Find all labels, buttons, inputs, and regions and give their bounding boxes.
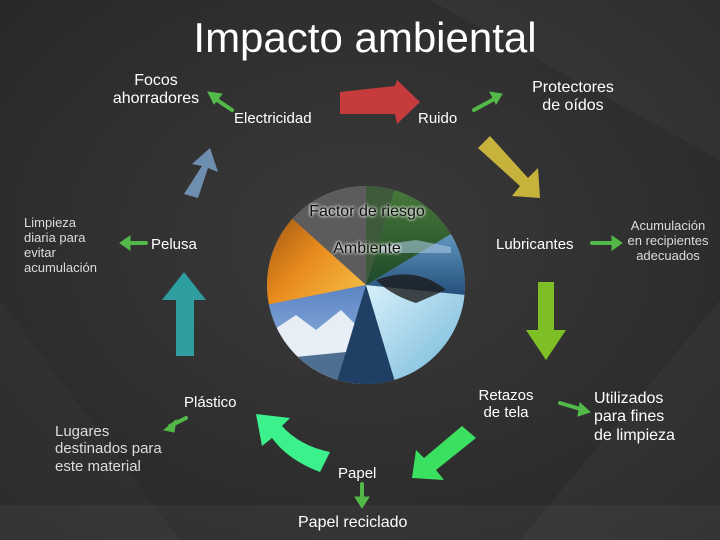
node-electricidad: Electricidad	[234, 110, 312, 127]
node-pelusa: Pelusa	[151, 236, 197, 253]
cycle-arrow-right	[526, 282, 566, 360]
node-lugares: Lugares destinados para este material	[55, 423, 162, 475]
node-utilizados-limpieza: Utilizados para fines de limpieza	[594, 390, 675, 444]
node-retazos-tela: Retazos de tela	[478, 387, 534, 422]
node-lubricantes: Lubricantes	[496, 236, 574, 253]
cycle-arrow-top	[340, 80, 420, 124]
node-plastico: Plástico	[184, 394, 237, 411]
small-arrow-pelusa-limpieza	[119, 235, 148, 251]
node-protectores-oidos: Protectores de oídos	[532, 79, 614, 115]
node-ruido: Ruido	[418, 110, 458, 127]
page-title: Impacto ambiental	[193, 14, 537, 61]
center-label-line1: Factor de riesgo	[309, 203, 425, 221]
cycle-arrow-top-right	[478, 136, 540, 198]
small-arrow-plastico-lugares	[162, 416, 188, 433]
cycle-arrow-left	[162, 272, 206, 356]
small-arrow-lubricantes-acumulacion	[590, 235, 623, 251]
small-arrow-retazos-utilizados	[558, 401, 591, 417]
node-limpieza: Limpieza diaria para evitar acumulación	[24, 215, 97, 275]
node-papel: Papel	[338, 465, 377, 482]
cycle-arrow-bottom	[256, 414, 330, 472]
center-label-line2: Ambiente	[333, 240, 401, 258]
small-arrow-papel-reciclado	[354, 482, 370, 509]
node-papel-reciclado: Papel reciclado	[298, 514, 408, 531]
center-label: Factor de riesgo Ambiente	[282, 185, 452, 277]
node-focos-ahorradores: Focos ahorradores	[112, 72, 200, 108]
cycle-arrow-top-left	[184, 148, 218, 198]
small-arrow-ruido-protectores	[472, 91, 503, 112]
cycle-arrow-bottom-right	[412, 426, 476, 480]
environment-circle-image	[267, 186, 465, 384]
node-acumulacion: Acumulación en recipientes adecuados	[627, 218, 709, 263]
small-arrow-electricidad-focos	[207, 91, 234, 112]
